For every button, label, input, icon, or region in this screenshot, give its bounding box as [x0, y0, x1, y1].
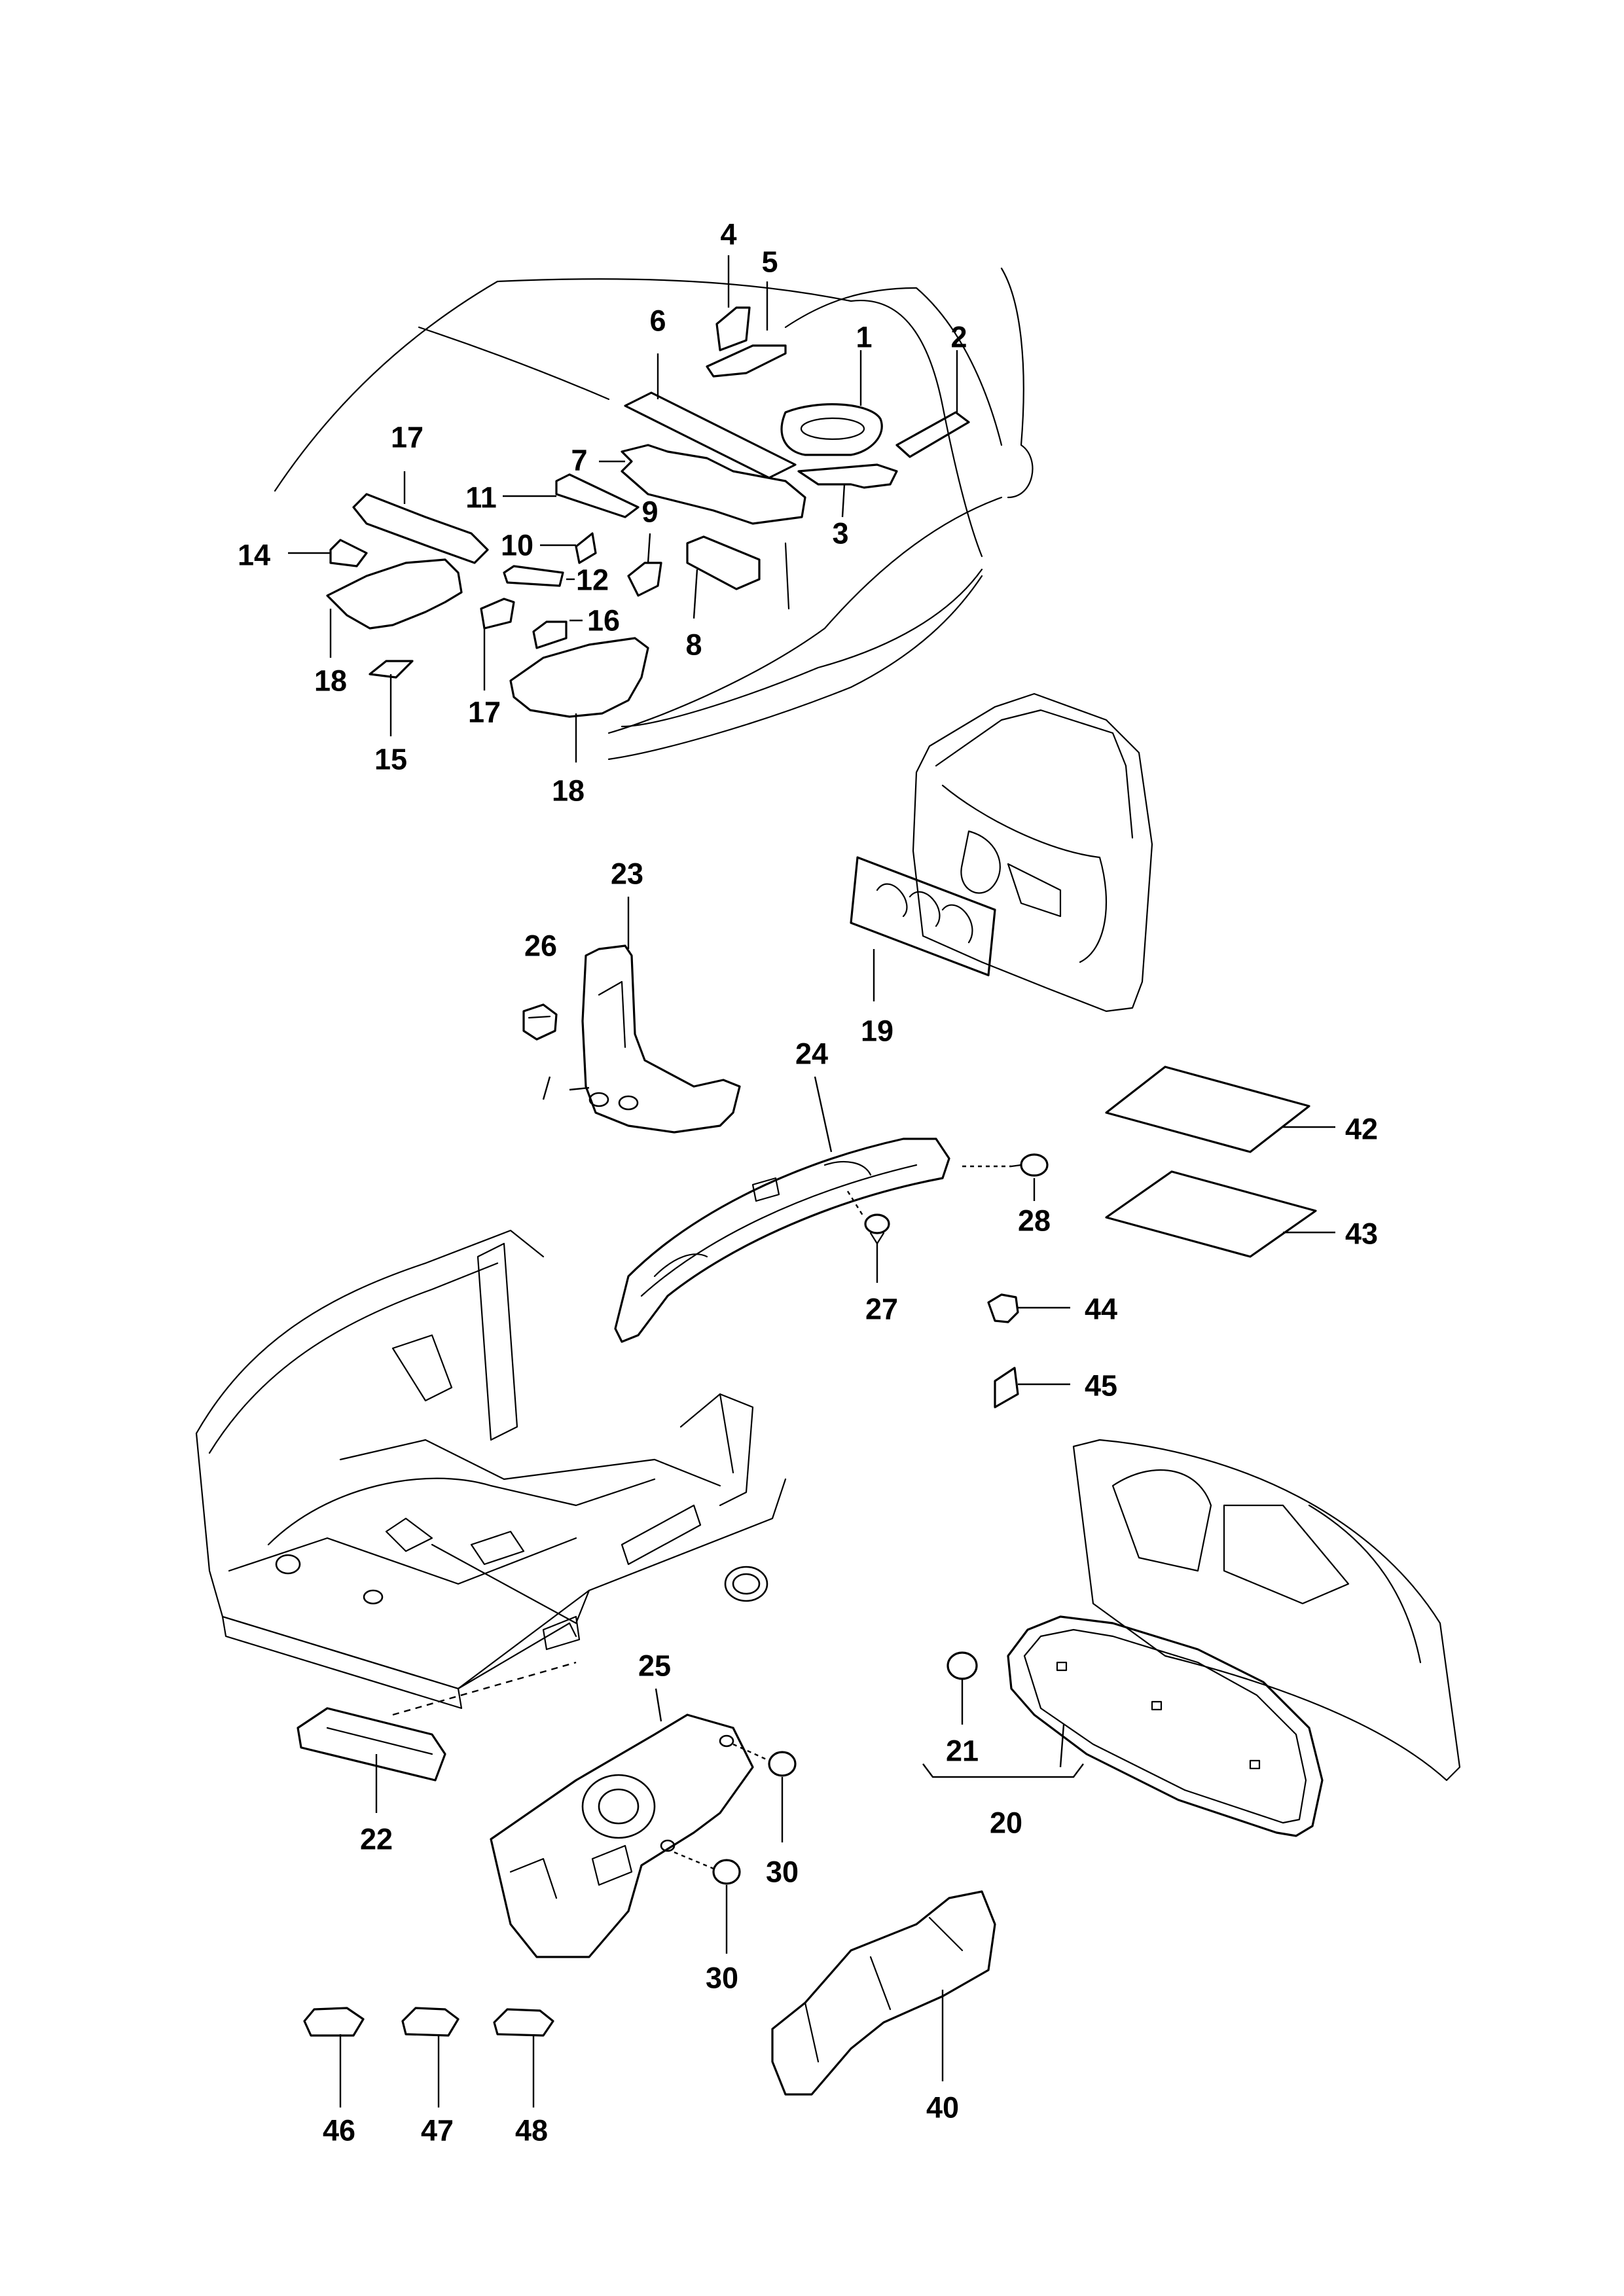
- callout-19: 19: [861, 1014, 893, 1048]
- hood-outline: [1072, 1439, 1461, 1782]
- callout-12: 12: [576, 564, 609, 597]
- part-17-pad-lower: [480, 598, 515, 630]
- callout-18-left: 18: [314, 664, 347, 698]
- part-1-mat: [780, 403, 883, 456]
- callout-46: 46: [323, 2114, 355, 2147]
- callout-28: 28: [1018, 1204, 1051, 1238]
- callout-21: 21: [946, 1734, 979, 1768]
- part-48-clip: [493, 2008, 554, 2037]
- callout-labels: 1 2 3 4 5 6 7 8 9 10 11 12 14 15 16 17 1…: [238, 218, 1378, 2147]
- callout-8: 8: [685, 628, 702, 662]
- part-30-clip-lower: [674, 1851, 741, 1885]
- callout-22: 22: [360, 1823, 393, 1856]
- callout-40: 40: [926, 2091, 959, 2125]
- callout-23: 23: [611, 857, 643, 891]
- callout-6: 6: [649, 304, 666, 338]
- part-18-mat-left: [326, 558, 463, 630]
- part-43-sheet: [1105, 1170, 1317, 1258]
- part-11-pad: [555, 473, 640, 518]
- part-7-carpet: [621, 444, 806, 525]
- callout-7: 7: [571, 444, 587, 477]
- callout-15: 15: [374, 743, 407, 776]
- callout-30-upper: 30: [766, 1856, 799, 1889]
- callout-11: 11: [465, 481, 497, 514]
- callout-25: 25: [638, 1649, 671, 1683]
- part-4-pad: [715, 306, 751, 351]
- callout-18-right: 18: [552, 774, 585, 808]
- callout-4: 4: [720, 218, 736, 251]
- callout-26: 26: [524, 929, 557, 963]
- car-body-outline: [274, 267, 1034, 761]
- part-16-pad: [532, 620, 568, 649]
- body-floor-structure: [195, 1229, 787, 1716]
- part-27-clip: [846, 1191, 890, 1245]
- part-14-pad: [329, 539, 368, 567]
- callout-10: 10: [501, 529, 533, 562]
- callout-42: 42: [1345, 1113, 1378, 1146]
- part-42-sheet: [1105, 1066, 1310, 1153]
- part-20-hood-insulation: [1007, 1615, 1324, 1837]
- callout-3: 3: [832, 517, 848, 550]
- callout-20: 20: [990, 1806, 1022, 1840]
- callout-9: 9: [641, 495, 658, 529]
- part-25-panel: [490, 1713, 754, 1958]
- callout-24: 24: [795, 1037, 828, 1071]
- callout-17-lower: 17: [468, 696, 501, 729]
- part-23-bracket: [581, 944, 741, 1134]
- part-24-crossmember: [614, 1138, 950, 1343]
- part-46-clip: [303, 2007, 365, 2037]
- callout-44: 44: [1085, 1293, 1117, 1326]
- part-18-mat-right: [509, 637, 649, 718]
- leader-lines: [288, 255, 1335, 2108]
- part-40-insulator: [771, 1890, 996, 2096]
- callout-47: 47: [421, 2114, 454, 2147]
- part-5-pad: [706, 344, 787, 378]
- part-10-pad: [575, 532, 597, 564]
- part-22-block: [297, 1707, 446, 1782]
- callout-48: 48: [515, 2114, 548, 2147]
- front-door-frame: [912, 692, 1153, 1013]
- part-3-pad: [797, 463, 898, 489]
- part-12-pad: [503, 565, 564, 587]
- part-6-strip: [624, 391, 797, 479]
- callout-17-upper: 17: [391, 421, 424, 454]
- part-47-clip: [401, 2007, 460, 2037]
- callout-30-lower: 30: [706, 1962, 738, 1995]
- callout-14: 14: [238, 539, 270, 572]
- part-26-nut: [522, 1003, 590, 1100]
- callout-1: 1: [856, 321, 872, 354]
- callout-27: 27: [865, 1293, 898, 1326]
- part-45-pad: [994, 1367, 1019, 1408]
- part-2-pad: [895, 411, 970, 458]
- part-21-clip: [947, 1651, 978, 1680]
- part-17-strip-upper: [352, 493, 489, 564]
- callout-16: 16: [587, 604, 620, 637]
- part-30-clip-upper: [732, 1743, 797, 1777]
- part-20-bracket-leader: [922, 1763, 1084, 1778]
- part-44-clip: [987, 1293, 1019, 1323]
- part-9-pad: [627, 562, 662, 597]
- callout-5: 5: [761, 245, 778, 279]
- callout-45: 45: [1085, 1369, 1117, 1403]
- callout-43: 43: [1345, 1217, 1378, 1251]
- part-19-sheet: [850, 856, 996, 977]
- part-28-clip: [962, 1153, 1049, 1177]
- part-15-pad: [369, 660, 414, 679]
- callout-2: 2: [950, 321, 967, 354]
- part-8-pad: [686, 535, 761, 590]
